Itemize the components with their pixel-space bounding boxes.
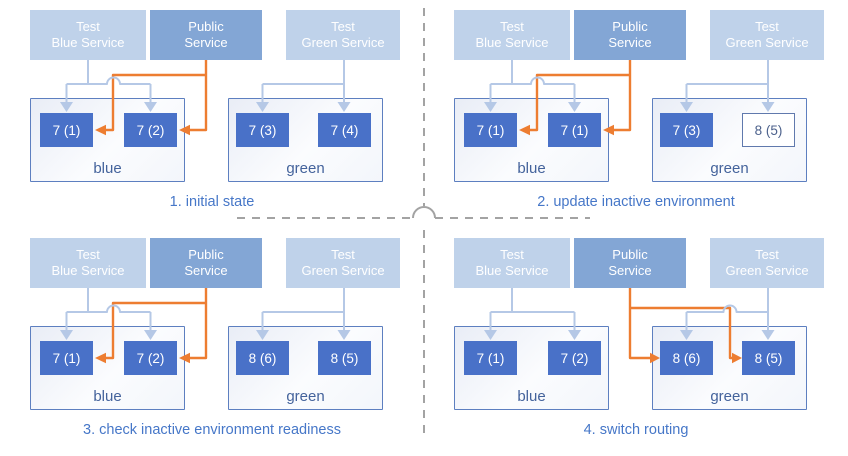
version-box: 7 (1) bbox=[40, 341, 93, 375]
service-label-line: Test bbox=[755, 247, 779, 262]
service-label-line: Public bbox=[188, 19, 224, 34]
environment-label: blue bbox=[93, 160, 122, 177]
public-service-box: Public Service bbox=[150, 238, 262, 288]
test-blue-service-box: Test Blue Service bbox=[30, 10, 146, 60]
version-box: 8 (6) bbox=[236, 341, 289, 375]
public-service-box: Public Service bbox=[150, 10, 262, 60]
test-blue-service-box: Test Blue Service bbox=[454, 10, 570, 60]
public-service-box: Public Service bbox=[574, 10, 686, 60]
panel-update-inactive-environment: Test Blue Service Public Service Test Gr… bbox=[424, 0, 848, 228]
version-box: 7 (1) bbox=[548, 113, 601, 147]
version-box: 7 (1) bbox=[40, 113, 93, 147]
service-label-line: Service bbox=[608, 263, 652, 278]
environment-label: blue bbox=[93, 388, 122, 405]
service-label-line: Blue Service bbox=[475, 35, 549, 50]
service-label-line: Green Service bbox=[725, 35, 809, 50]
version-box: 8 (5) bbox=[742, 341, 795, 375]
environment-label: green bbox=[286, 388, 325, 405]
service-label-line: Test bbox=[500, 19, 524, 34]
step-caption: 3. check inactive environment readiness bbox=[83, 422, 341, 438]
environment-label: blue bbox=[517, 388, 546, 405]
step-caption: 1. initial state bbox=[169, 194, 255, 210]
public-service-box: Public Service bbox=[574, 238, 686, 288]
version-box: 8 (5) bbox=[742, 113, 795, 147]
service-label-line: Blue Service bbox=[51, 35, 125, 50]
step-caption: 4. switch routing bbox=[583, 422, 689, 438]
version-box: 7 (3) bbox=[236, 113, 289, 147]
service-label-line: Test bbox=[331, 19, 355, 34]
version-box: 8 (6) bbox=[660, 341, 713, 375]
service-label-line: Test bbox=[500, 247, 524, 262]
test-blue-service-box: Test Blue Service bbox=[30, 238, 146, 288]
panel-switch-routing: Test Blue Service Public Service Test Gr… bbox=[424, 228, 848, 456]
service-label-line: Public bbox=[188, 247, 224, 262]
panel-initial-state: Test Blue Service Public Service Test Gr… bbox=[0, 0, 424, 228]
environment-label: blue bbox=[517, 160, 546, 177]
environment-label: green bbox=[710, 160, 749, 177]
environment-label: green bbox=[286, 160, 325, 177]
service-label-line: Service bbox=[608, 35, 652, 50]
panel-check-inactive-environment-readiness: Test Blue Service Public Service Test Gr… bbox=[0, 228, 424, 456]
service-label-line: Green Service bbox=[725, 263, 809, 278]
version-box: 7 (2) bbox=[124, 341, 177, 375]
test-green-service-box: Test Green Service bbox=[710, 238, 824, 288]
environment-label: green bbox=[710, 388, 749, 405]
version-box: 7 (2) bbox=[124, 113, 177, 147]
test-green-service-box: Test Green Service bbox=[710, 10, 824, 60]
service-label-line: Service bbox=[184, 263, 228, 278]
service-label-line: Blue Service bbox=[475, 263, 549, 278]
service-label-line: Test bbox=[76, 19, 100, 34]
service-label-line: Green Service bbox=[301, 263, 385, 278]
test-green-service-box: Test Green Service bbox=[286, 10, 400, 60]
service-label-line: Service bbox=[184, 35, 228, 50]
version-box: 8 (5) bbox=[318, 341, 371, 375]
version-box: 7 (3) bbox=[660, 113, 713, 147]
service-label-line: Test bbox=[331, 247, 355, 262]
test-green-service-box: Test Green Service bbox=[286, 238, 400, 288]
version-box: 7 (2) bbox=[548, 341, 601, 375]
version-box: 7 (4) bbox=[318, 113, 371, 147]
step-caption: 2. update inactive environment bbox=[537, 194, 735, 210]
service-label-line: Blue Service bbox=[51, 263, 125, 278]
version-box: 7 (1) bbox=[464, 341, 517, 375]
service-label-line: Green Service bbox=[301, 35, 385, 50]
version-box: 7 (1) bbox=[464, 113, 517, 147]
service-label-line: Test bbox=[755, 19, 779, 34]
service-label-line: Test bbox=[76, 247, 100, 262]
test-blue-service-box: Test Blue Service bbox=[454, 238, 570, 288]
service-label-line: Public bbox=[612, 19, 648, 34]
service-label-line: Public bbox=[612, 247, 648, 262]
